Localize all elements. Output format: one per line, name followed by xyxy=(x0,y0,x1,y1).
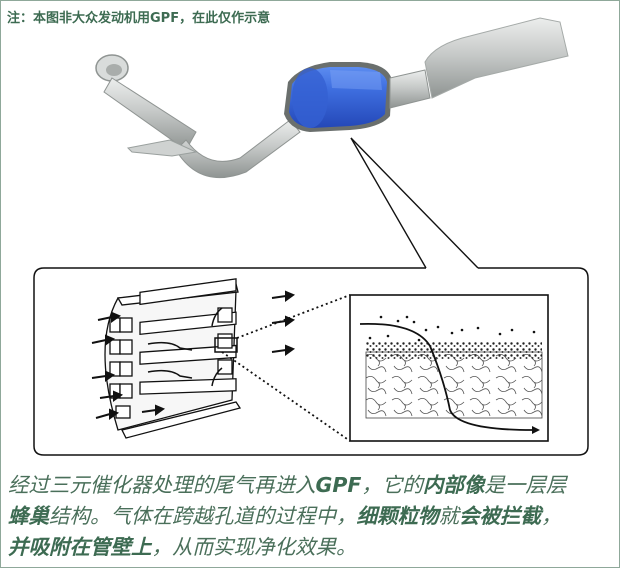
particles xyxy=(368,315,536,342)
gpf-canister xyxy=(284,62,392,132)
caption-text: ，从而实现净化效果。 xyxy=(151,535,357,559)
caption-text: 是一层层 xyxy=(484,473,567,497)
mount-bracket xyxy=(126,139,198,157)
inflow-arrows xyxy=(91,311,166,420)
caption-emphasis: 内部像 xyxy=(422,473,485,497)
callout-box xyxy=(33,267,589,456)
internal-flow xyxy=(147,307,223,387)
gas-flow-arrow xyxy=(359,322,533,431)
callout-pointer-left xyxy=(350,137,427,269)
caption-text: 结构。气体在跨越孔道的过程中， xyxy=(49,504,357,528)
disclaimer-note: 注：本图非大众发动机用GPF，在此仅作示意 xyxy=(7,11,271,26)
caption-text: ， xyxy=(541,504,562,528)
inset-wall-view xyxy=(349,294,549,442)
zoom-line-top xyxy=(236,294,351,339)
caption-emphasis: 细颗粒物 xyxy=(356,504,439,528)
caption-text: ，它的 xyxy=(361,473,423,497)
caption-emphasis: GPF xyxy=(315,473,362,497)
exhaust-pipe xyxy=(95,17,569,179)
honeycomb-cylinder xyxy=(104,278,242,439)
caption: 经过三元催化器处理的尾气再进入GPF，它的内部像是一层层 蜂巢结构。气体在跨越孔… xyxy=(8,470,614,563)
caption-emphasis: 蜂巢 xyxy=(8,504,49,528)
muffler xyxy=(424,17,569,99)
magnify-marker xyxy=(214,337,238,353)
zoom-line-bottom xyxy=(221,351,351,442)
caption-text: 经过三元催化器处理的尾气再进入 xyxy=(8,473,316,497)
callout-pointer-right xyxy=(350,137,479,269)
caption-emphasis: 会被拦截 xyxy=(459,504,541,528)
caption-emphasis: 并吸附在管壁上 xyxy=(8,535,152,559)
caption-text: 就 xyxy=(438,504,460,528)
